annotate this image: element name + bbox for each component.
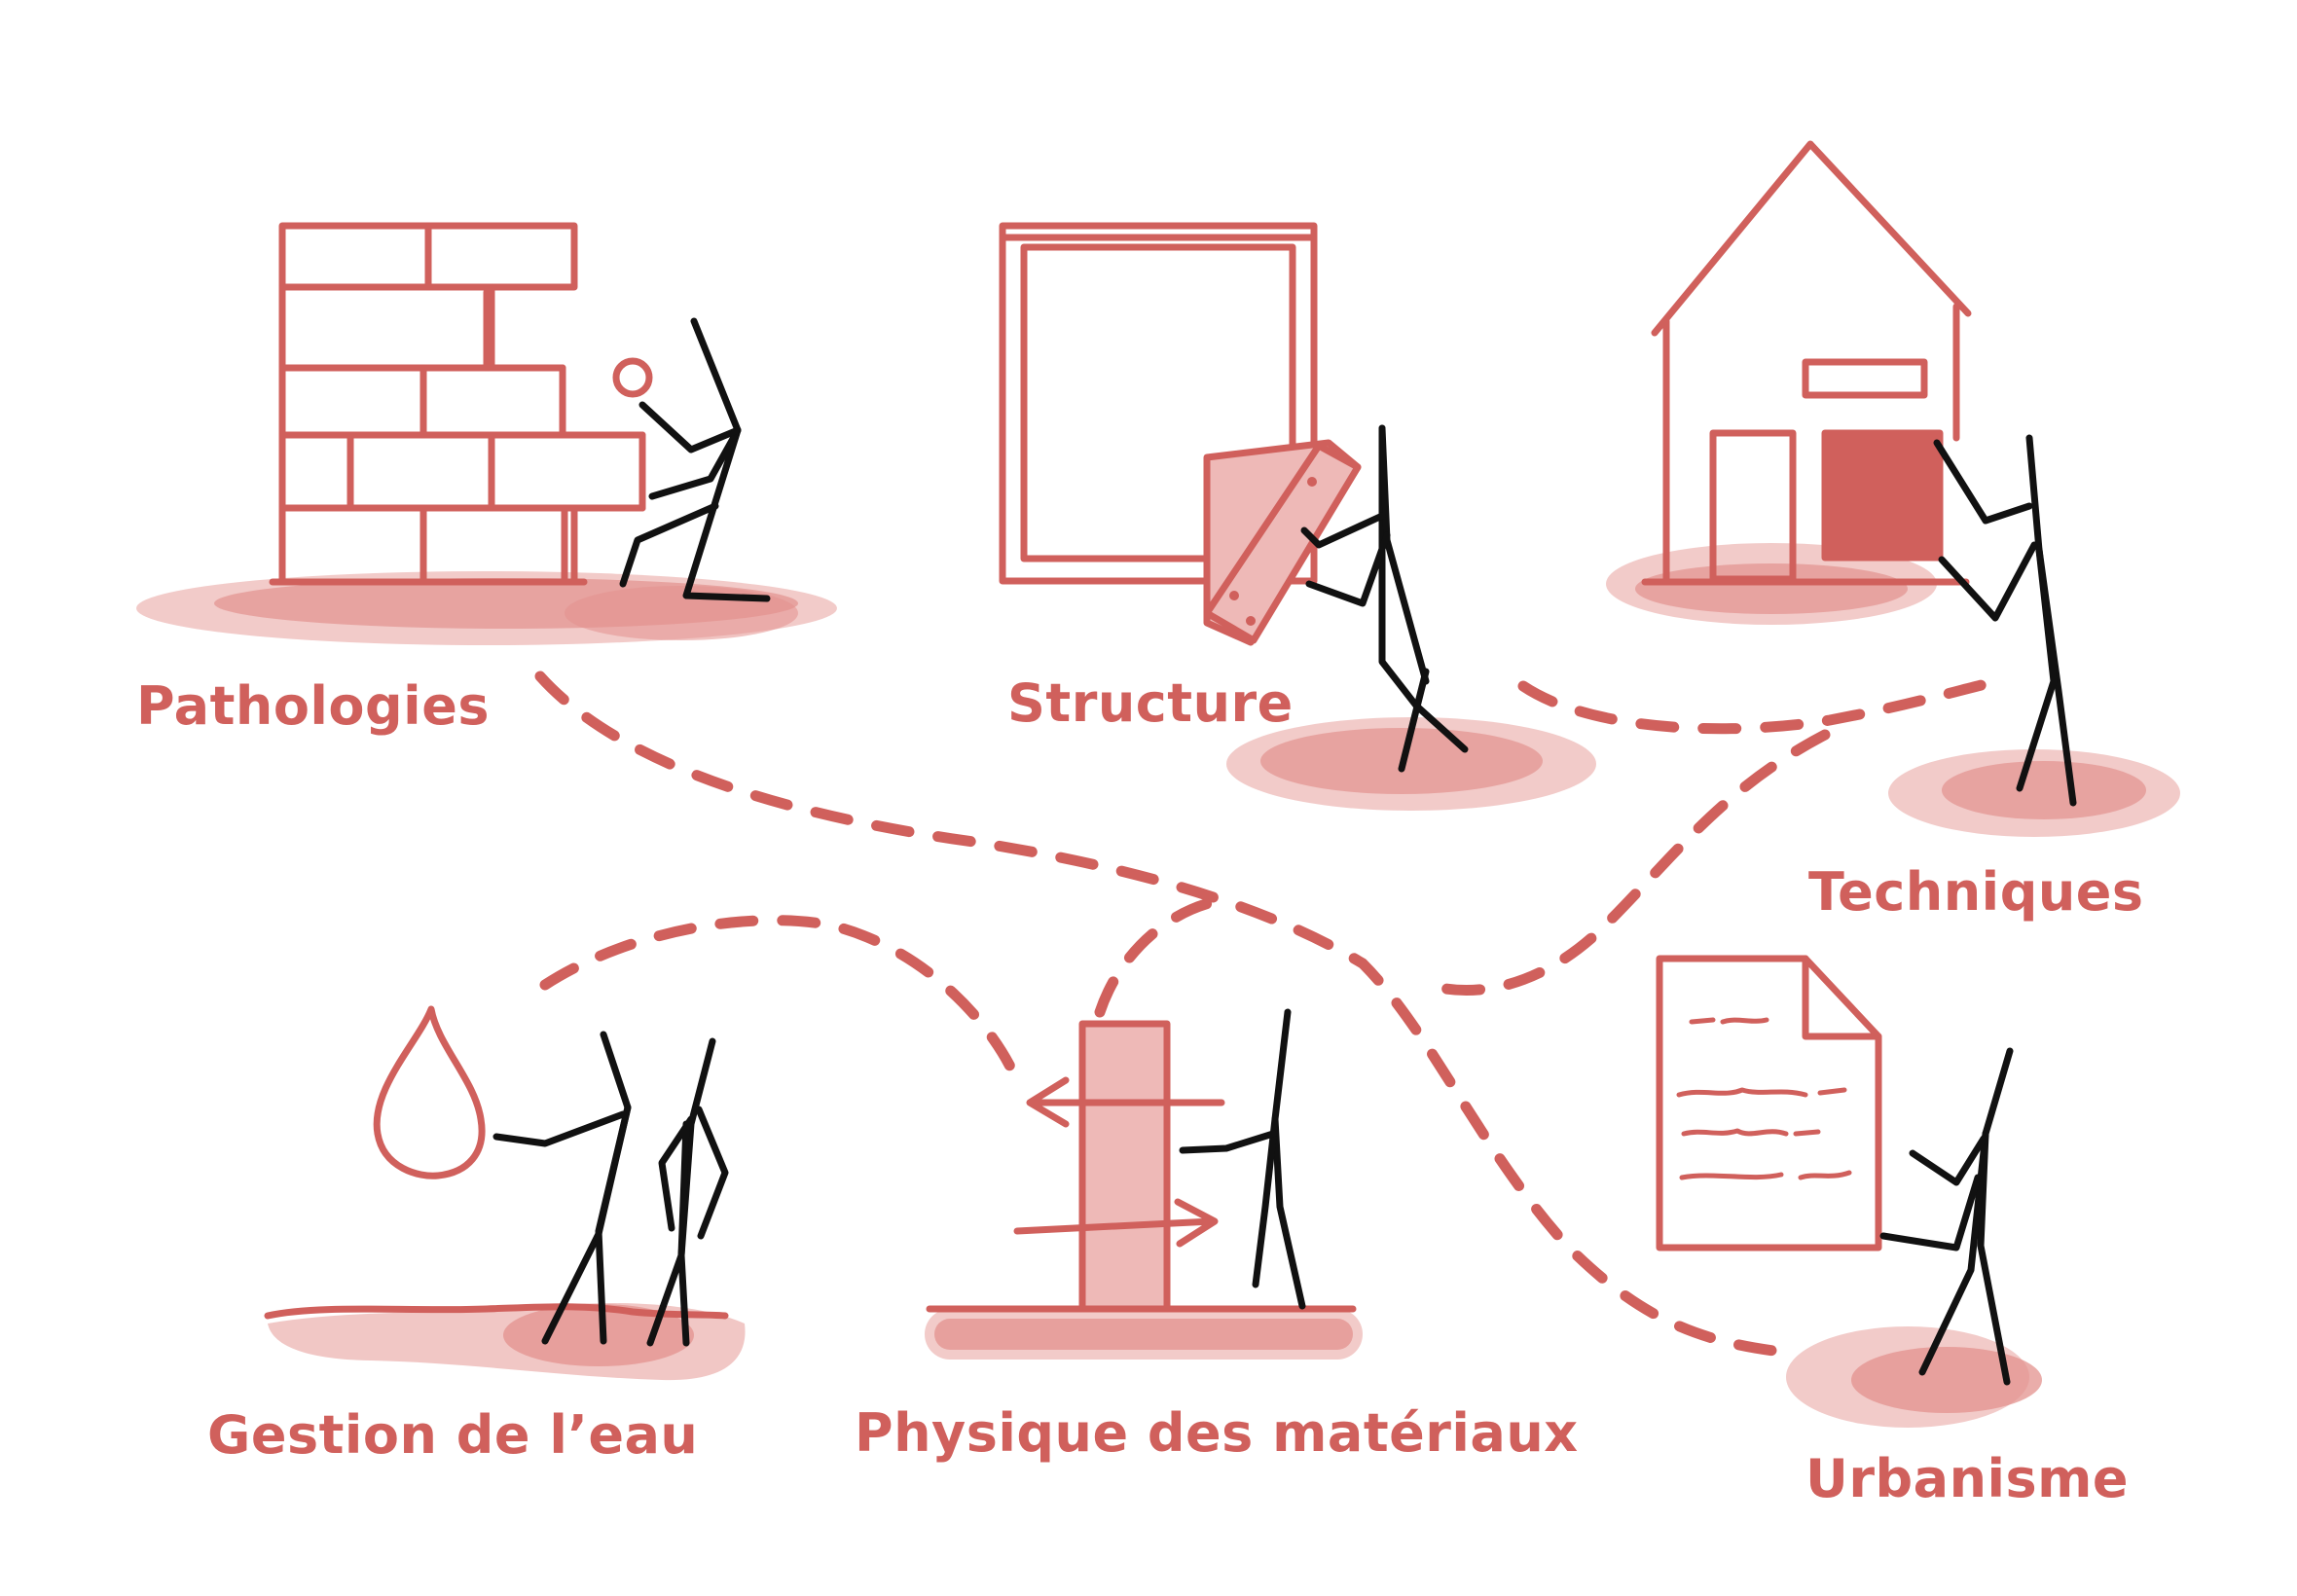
label-pathologies: Pathologies [136, 675, 490, 737]
path-pathologies-to-urbanisme [534, 671, 1797, 1359]
material-layer-icon [1013, 1020, 1225, 1313]
two-workers-icon [492, 1031, 729, 1347]
worker-holding-document-icon [1879, 1047, 2014, 1386]
label-urbanisme: Urbanisme [1805, 1448, 2130, 1509]
path-techniques-to-center [1415, 729, 1831, 996]
path-physique-to-center [1094, 894, 1227, 1018]
label-techniques: Techniques [1808, 861, 2144, 923]
physique-group [925, 1008, 1363, 1360]
label-gestion-eau: Gestion de l’eau [207, 1404, 699, 1466]
plank-icon [1203, 439, 1362, 646]
document-scribbles [1676, 1017, 1852, 1180]
eau-ground-wash [264, 1303, 746, 1381]
gestion-eau-group [264, 1005, 746, 1381]
pathologies-group [136, 222, 837, 645]
worker-pushing-icon [1933, 434, 2077, 807]
techniques-group [1606, 140, 2180, 837]
brick-wall-icon [269, 222, 646, 586]
label-physique-materiaux: Physique des matériaux [855, 1402, 1579, 1464]
document-icon [1656, 955, 1882, 1251]
label-structure: Structure [1007, 672, 1294, 734]
connection-paths [534, 671, 1991, 1359]
worker-lifting-icon [1300, 424, 1469, 773]
path-eau-to-physique [539, 915, 1018, 1076]
physique-ground-wash [925, 1305, 1363, 1360]
water-drop-icon [373, 1005, 486, 1179]
techniques-ground-wash [1606, 543, 2180, 837]
urbanisme-ground-wash [1786, 1326, 2042, 1428]
frame-icon [999, 222, 1318, 585]
path-structure-to-techniques [1517, 678, 1991, 735]
structure-group [999, 222, 1596, 811]
worker-kneeling-icon [612, 317, 771, 602]
urbanisme-group [1656, 955, 2042, 1428]
house-icon [1641, 140, 1972, 586]
worker-standing-icon [1179, 1008, 1306, 1310]
